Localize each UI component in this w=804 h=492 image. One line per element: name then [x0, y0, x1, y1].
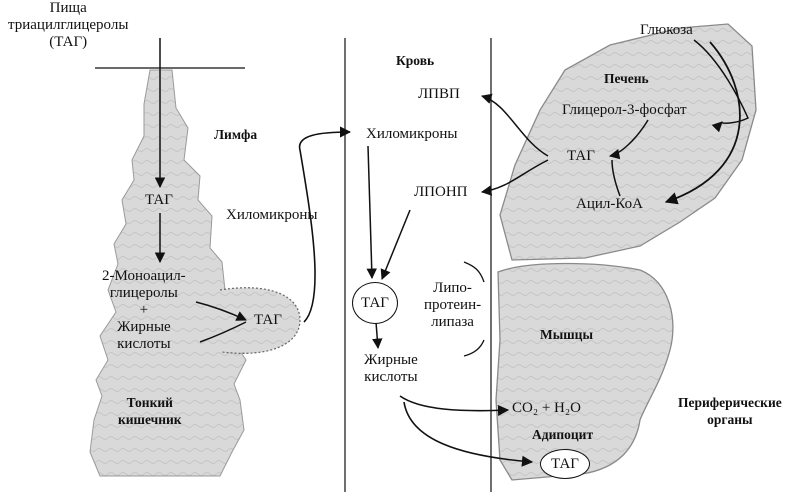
- adipo-tag-circle: ТАГ: [540, 449, 590, 479]
- lymph-chylo: Хиломикроны: [226, 207, 318, 223]
- liver-tag: ТАГ: [567, 148, 595, 164]
- lipase-bracket-bottom: [463, 339, 485, 357]
- periphery-title: Периферические органы: [678, 395, 782, 427]
- g3p-label: Глицерол-3-фосфат: [562, 102, 687, 118]
- acyl-label: Ацил-КоА: [576, 196, 643, 212]
- villus-bulge: [219, 287, 301, 354]
- intestine-tag2: ТАГ: [254, 312, 282, 328]
- arrow-fatty-to-adipo: [403, 401, 534, 467]
- arrow-liver-tag-to-lponp: [480, 159, 549, 196]
- lponp-label: ЛПОНП: [414, 184, 468, 200]
- arrow-fatty-to-co2: [399, 395, 510, 417]
- blood-title: Кровь: [396, 53, 435, 68]
- liver-shape: [499, 23, 757, 261]
- blood-fatty: Жирные кислоты: [364, 352, 418, 385]
- liver-title: Печень: [604, 71, 649, 86]
- mono-label: 2-Моноацил- глицеролы + Жирные кислоты: [102, 268, 186, 352]
- arrow-glucose-to-g3p: [693, 39, 749, 133]
- lymph-title: Лимфа: [214, 127, 258, 142]
- arrow-chylo-to-tag: [366, 145, 377, 280]
- intestine-shape: [89, 69, 247, 477]
- co2-label: CO₂ + H₂O: [512, 400, 581, 416]
- muscles-label: Мышцы: [540, 327, 593, 342]
- lpvp-label: ЛПВП: [418, 86, 460, 102]
- food-label: Пища триацилглицеролы (ТАГ): [8, 0, 129, 50]
- arrow-fatty-to-tag: [199, 321, 247, 343]
- blood-tag-circle: ТАГ: [352, 282, 398, 324]
- arrow-lponp-to-tag: [380, 209, 411, 280]
- glucose-label: Глюкоза: [640, 22, 693, 38]
- intestine-tag: ТАГ: [145, 192, 173, 208]
- arrow-lymph-chylo: [298, 126, 352, 323]
- lipase-label: Липо- протеин- липаза: [424, 280, 482, 330]
- arrow-g3p-to-tag: [608, 119, 649, 160]
- arrow-acyl-to-tag: [611, 159, 621, 197]
- peripheral-shape: [495, 262, 674, 481]
- blood-chylo: Хиломикроны: [366, 126, 458, 142]
- adipo-label: Адипоцит: [532, 427, 594, 442]
- arrow-mono-to-tag: [195, 301, 247, 321]
- intestine-name: Тонкий кишечник: [118, 395, 182, 427]
- arrow-liver-tag-to-lpvp: [480, 93, 549, 157]
- arrow-tag-to-fatty: [372, 321, 383, 350]
- arrow-glucose-to-acyl: [664, 41, 741, 205]
- lipase-bracket-top: [463, 261, 485, 283]
